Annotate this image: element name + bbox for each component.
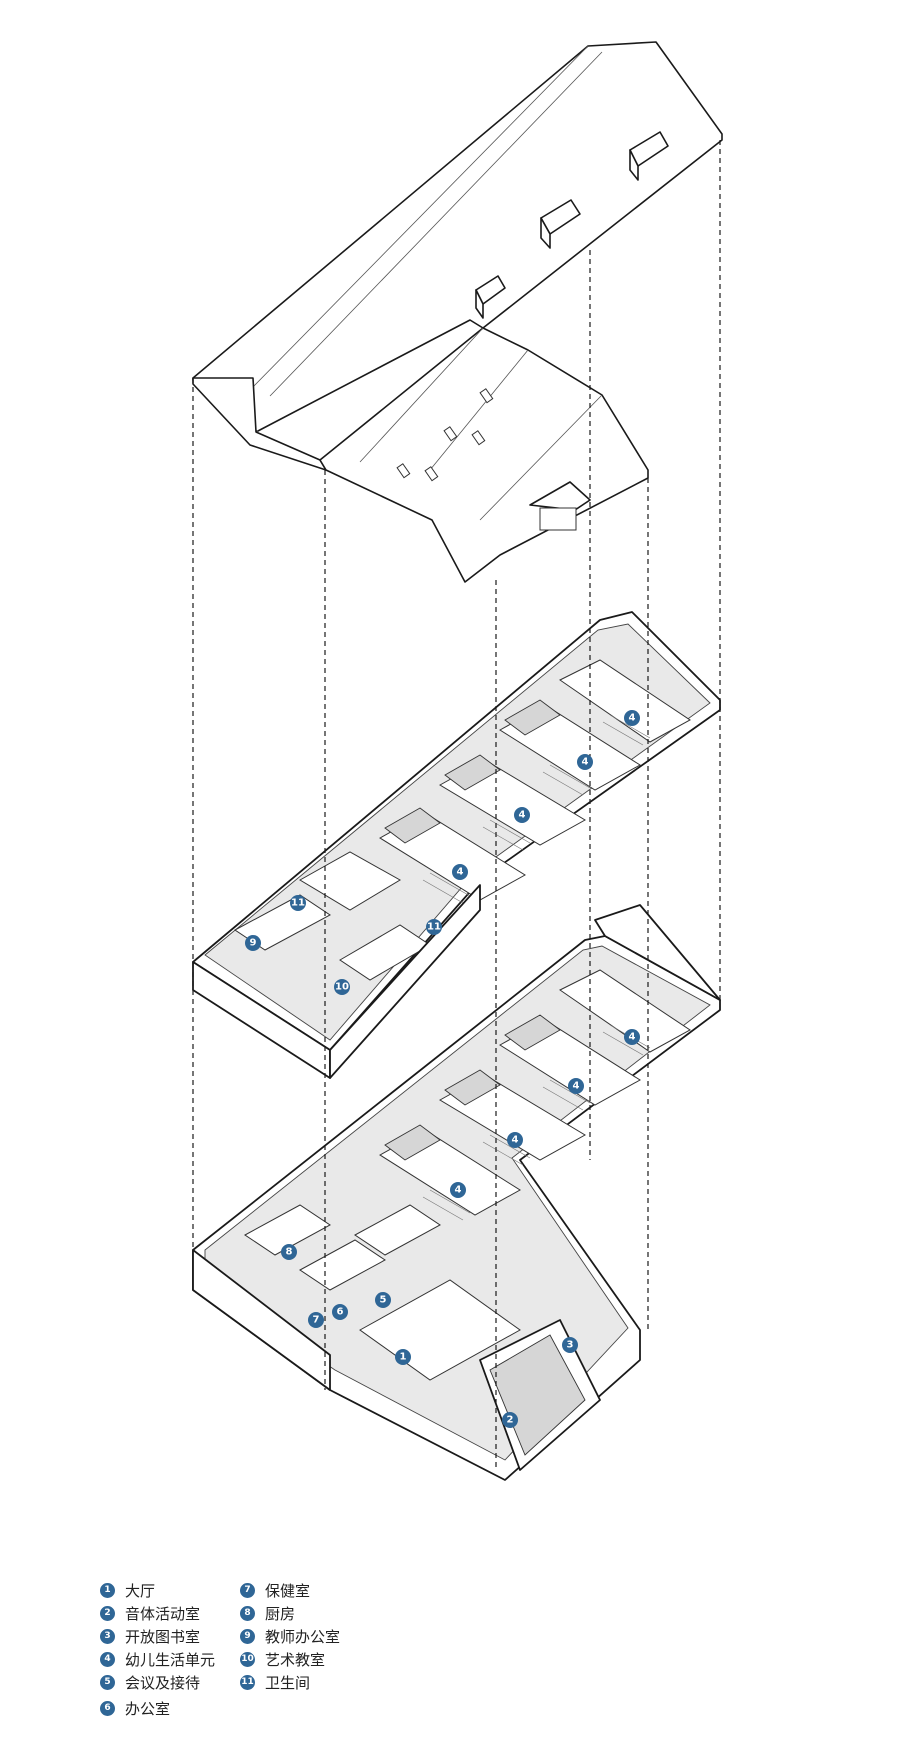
legend-item: 6 办公室 (100, 1698, 170, 1718)
svg-text:5: 5 (380, 1295, 387, 1306)
legend-number: 5 (100, 1674, 115, 1690)
marker-ground-4b: 4 (568, 1078, 584, 1094)
svg-text:4: 4 (629, 1032, 636, 1043)
marker-ground-4a: 4 (624, 1029, 640, 1045)
svg-text:7: 7 (313, 1315, 320, 1326)
legend-number: 4 (100, 1651, 115, 1667)
legend-label: 办公室 (125, 1699, 171, 1718)
legend-item: 11 卫生间 (240, 1672, 310, 1692)
dormer (475, 275, 506, 319)
svg-text:8: 8 (286, 1247, 293, 1258)
marker-upper-11a: 11 (290, 895, 306, 911)
marker-ground-6: 6 (332, 1304, 348, 1320)
roof-layer (192, 41, 723, 583)
legend-item: 3 开放图书室 (100, 1626, 200, 1646)
svg-text:4: 4 (512, 1135, 519, 1146)
marker-upper-11b: 11 (426, 919, 442, 935)
marker-ground-2: 2 (502, 1412, 518, 1428)
legend-label: 幼儿生活单元 (125, 1650, 216, 1669)
desk-hatching (422, 714, 651, 904)
legend-item: 5 会议及接待 (100, 1672, 200, 1692)
legend-item: 9 教师办公室 (240, 1626, 340, 1646)
legend-label: 艺术教室 (265, 1650, 326, 1669)
legend-item: 1 大厅 (100, 1580, 155, 1600)
legend-item: 2 音体活动室 (100, 1603, 200, 1623)
legend-label: 厨房 (265, 1604, 296, 1623)
legend: 1 大厅 2 音体活动室 3 开放图书室 4 幼儿生活单元 5 会议及接待 6 … (0, 1580, 910, 1740)
marker-ground-3: 3 (562, 1337, 578, 1353)
marker-upper-4a: 4 (624, 710, 640, 726)
marker-ground-8: 8 (281, 1244, 297, 1260)
legend-number: 8 (240, 1605, 255, 1621)
marker-ground-1: 1 (395, 1349, 411, 1365)
legend-item: 7 保健室 (240, 1580, 310, 1600)
svg-text:6: 6 (337, 1307, 344, 1318)
svg-text:11: 11 (427, 922, 441, 933)
marker-ground-5: 5 (375, 1292, 391, 1308)
marker-upper-4b: 4 (577, 754, 593, 770)
legend-label: 大厅 (125, 1581, 156, 1600)
marker-upper-4d: 4 (452, 864, 468, 880)
legend-label: 卫生间 (265, 1673, 311, 1692)
marker-upper-10: 10 (334, 979, 350, 995)
dormer (629, 131, 669, 181)
svg-text:3: 3 (567, 1340, 574, 1351)
marker-upper-9: 9 (245, 935, 261, 951)
legend-item: 4 幼儿生活单元 (100, 1649, 215, 1669)
legend-number: 11 (240, 1674, 255, 1690)
svg-text:4: 4 (455, 1185, 462, 1196)
marker-ground-4c: 4 (507, 1132, 523, 1148)
legend-item: 8 厨房 (240, 1603, 295, 1623)
svg-text:4: 4 (573, 1081, 580, 1092)
svg-text:10: 10 (335, 982, 349, 993)
svg-text:4: 4 (457, 867, 464, 878)
legend-item: 10 艺术教室 (240, 1649, 325, 1669)
legend-number: 10 (240, 1651, 255, 1667)
legend-number: 1 (100, 1582, 115, 1598)
svg-text:4: 4 (582, 757, 589, 768)
legend-number: 6 (100, 1700, 115, 1716)
marker-upper-4c: 4 (514, 807, 530, 823)
skylights (396, 388, 494, 482)
legend-label: 教师办公室 (265, 1627, 341, 1646)
svg-text:4: 4 (519, 810, 526, 821)
legend-number: 7 (240, 1582, 255, 1598)
marker-ground-4d: 4 (450, 1182, 466, 1198)
legend-label: 音体活动室 (125, 1604, 201, 1623)
legend-label: 保健室 (265, 1581, 311, 1600)
dormer (540, 199, 581, 249)
svg-text:4: 4 (629, 713, 636, 724)
alignment-lines (192, 140, 721, 1470)
legend-label: 会议及接待 (125, 1673, 201, 1692)
svg-text:2: 2 (507, 1415, 514, 1426)
svg-text:9: 9 (250, 938, 257, 949)
marker-ground-7: 7 (308, 1312, 324, 1328)
svg-text:1: 1 (400, 1352, 407, 1363)
legend-number: 3 (100, 1628, 115, 1644)
dormer (529, 481, 591, 531)
svg-text:11: 11 (291, 898, 305, 909)
legend-number: 9 (240, 1628, 255, 1644)
legend-label: 开放图书室 (125, 1627, 201, 1646)
legend-number: 2 (100, 1605, 115, 1621)
